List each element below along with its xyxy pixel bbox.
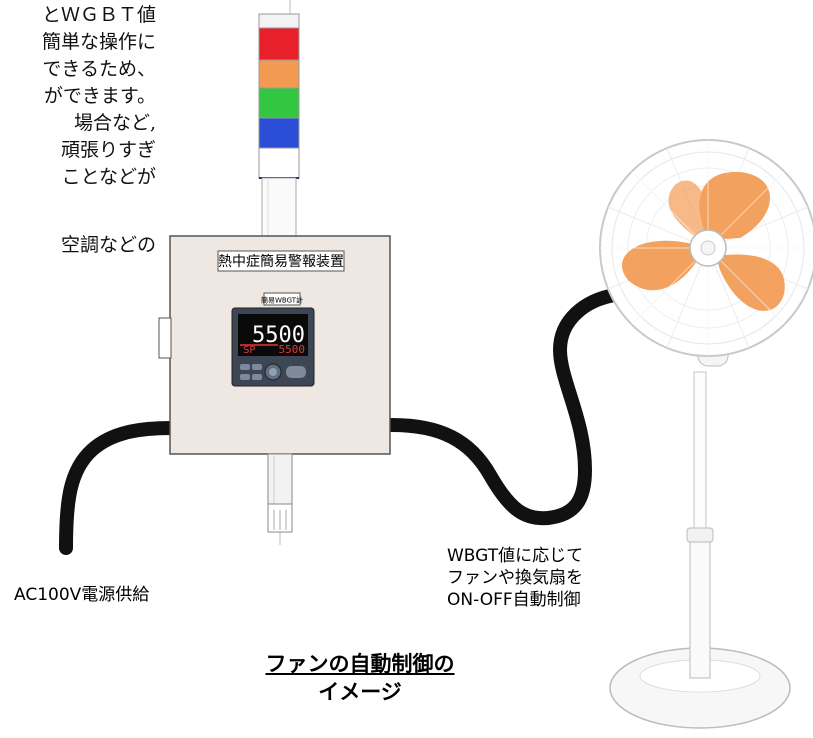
tower-light-orange bbox=[258, 59, 300, 89]
tower-light-blue bbox=[258, 117, 300, 149]
fan-collar bbox=[686, 527, 714, 543]
explanation-text: とＷＧＢＴ値 簡単な操作に できるため、 ができます。 場合など, 頑張りすぎ … bbox=[0, 2, 156, 259]
text-line: ができます。 bbox=[43, 85, 156, 107]
text-line: ことなどが bbox=[61, 166, 156, 188]
control-panel: 熱中症簡易警報装置 簡易WBGT計 5500 SP 5500 bbox=[158, 235, 391, 455]
panel-title-plate bbox=[217, 250, 345, 272]
text-line: 空調などの bbox=[60, 234, 156, 256]
tower-cap bbox=[258, 13, 300, 29]
caption-line-2: イメージ bbox=[318, 680, 402, 704]
controller-tag: 簡易WBGT計 bbox=[261, 296, 303, 305]
controller-screen bbox=[238, 314, 308, 356]
power-supply-label: AC100V電源供給 bbox=[14, 585, 150, 605]
wbgt-sensor bbox=[267, 453, 293, 545]
controller-tag-plate bbox=[263, 292, 301, 306]
display-sp-label: SP bbox=[243, 345, 255, 356]
panel-hinge bbox=[158, 317, 172, 359]
tower-light-white bbox=[258, 147, 300, 179]
signal-tower bbox=[258, 0, 300, 237]
text-line: 頑張りすぎ bbox=[60, 139, 156, 161]
controller-key bbox=[252, 374, 262, 380]
control-cable bbox=[385, 288, 622, 526]
display-sp: 5500 bbox=[279, 343, 306, 356]
auto-control-line: ON-OFF自動制御 bbox=[447, 590, 581, 610]
fan-blades bbox=[621, 171, 785, 311]
tower-light-green bbox=[258, 87, 300, 119]
figure-caption: ファンの自動制御の イメージ bbox=[200, 650, 520, 706]
auto-control-line: WBGT値に応じて bbox=[447, 546, 584, 566]
auto-control-label: WBGT値に応じて ファンや換気扇を ON-OFF自動制御 bbox=[447, 545, 583, 611]
fan-blade bbox=[621, 240, 700, 291]
caption-line-1: ファンの自動制御の bbox=[265, 652, 455, 676]
text-line: 場合など, bbox=[73, 112, 156, 134]
controller-key bbox=[252, 364, 262, 370]
panel-title: 熱中症簡易警報装置 bbox=[218, 254, 344, 270]
fan-blade bbox=[716, 254, 785, 311]
fan-blade bbox=[668, 180, 712, 240]
auto-control-line: ファンや換気扇を bbox=[447, 568, 583, 588]
sensor-body bbox=[267, 453, 293, 505]
display-pv: 5500 bbox=[252, 323, 305, 348]
power-cable bbox=[59, 421, 179, 555]
electric-fan bbox=[599, 139, 813, 729]
text-line: できるため、 bbox=[42, 58, 156, 80]
controller-key bbox=[240, 364, 250, 370]
fan-blade bbox=[699, 171, 770, 240]
fan-upper-pole bbox=[693, 371, 707, 543]
controller-key bbox=[286, 366, 306, 378]
tower-pole bbox=[261, 177, 297, 237]
controller-key bbox=[240, 374, 250, 380]
text-line: とＷＧＢＴ値 bbox=[41, 4, 156, 26]
tower-light-red bbox=[258, 27, 300, 61]
fan-lower-pole bbox=[689, 539, 711, 679]
text-line: 簡単な操作に bbox=[41, 31, 156, 53]
